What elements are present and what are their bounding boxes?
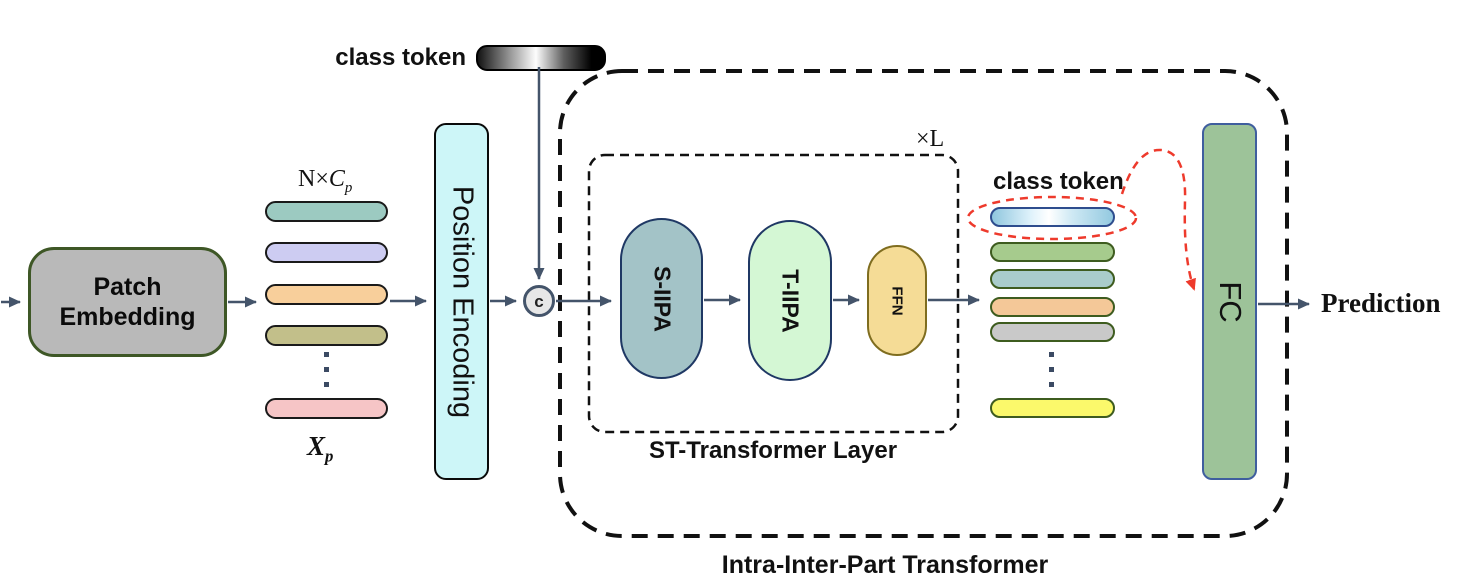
- fc-label: FC: [1212, 280, 1248, 323]
- ffn-label: FFN: [888, 285, 906, 316]
- prediction-label: Prediction: [1321, 288, 1441, 318]
- s-iipa-label: S-IIPA: [649, 265, 675, 332]
- token-dim-prefix: N×: [298, 166, 329, 192]
- token-dim-label: N×Cp: [298, 166, 352, 197]
- t-iipa-block: T-IIPA: [748, 220, 832, 381]
- t-iipa-label: T-IIPA: [777, 268, 804, 333]
- ellipsis-dots-output: [1049, 352, 1055, 387]
- position-encoding-box: Position Encoding: [434, 123, 489, 480]
- teal-pill: [265, 201, 388, 222]
- yellow-pill: [990, 398, 1115, 418]
- fc-box: FC: [1202, 123, 1257, 480]
- patch-embedding-label: Patch Embedding: [59, 272, 196, 332]
- position-encoding-label: Position Encoding: [446, 185, 478, 418]
- teal-pill: [990, 269, 1115, 289]
- class-token-output-pill: [990, 207, 1115, 227]
- lavender-pill: [265, 242, 388, 263]
- concat-node: c: [523, 285, 555, 317]
- patch-embedding-box: Patch Embedding: [28, 247, 227, 357]
- token-matrix-sub: p: [325, 446, 334, 466]
- ellipsis-dots-input: [324, 352, 330, 387]
- token-dim-var: C: [328, 166, 345, 192]
- iipt-caption: Intra-Inter-Part Transformer: [721, 551, 1049, 579]
- ffn-block: FFN: [867, 245, 927, 356]
- orange-pill: [990, 297, 1115, 317]
- olive-pill: [265, 325, 388, 346]
- pink-pill: [265, 398, 388, 419]
- token-matrix-var: X: [307, 431, 326, 461]
- st-layer-caption: ST-Transformer Layer: [648, 437, 898, 464]
- token-matrix-label: Xp: [307, 431, 333, 466]
- class-token-in-label: class token: [335, 44, 466, 71]
- concat-symbol: c: [534, 291, 544, 311]
- orange-pill: [265, 284, 388, 305]
- class-token-to-fc-arrow: [1120, 148, 1196, 291]
- class-token-out-label: class token: [993, 168, 1124, 195]
- repeat-count-label: ×L: [916, 126, 945, 152]
- gray-pill: [990, 322, 1115, 342]
- s-iipa-block: S-IIPA: [620, 218, 703, 379]
- green-pill: [990, 242, 1115, 262]
- class-token-in-pill: [476, 45, 606, 71]
- token-dim-sub: p: [344, 179, 353, 196]
